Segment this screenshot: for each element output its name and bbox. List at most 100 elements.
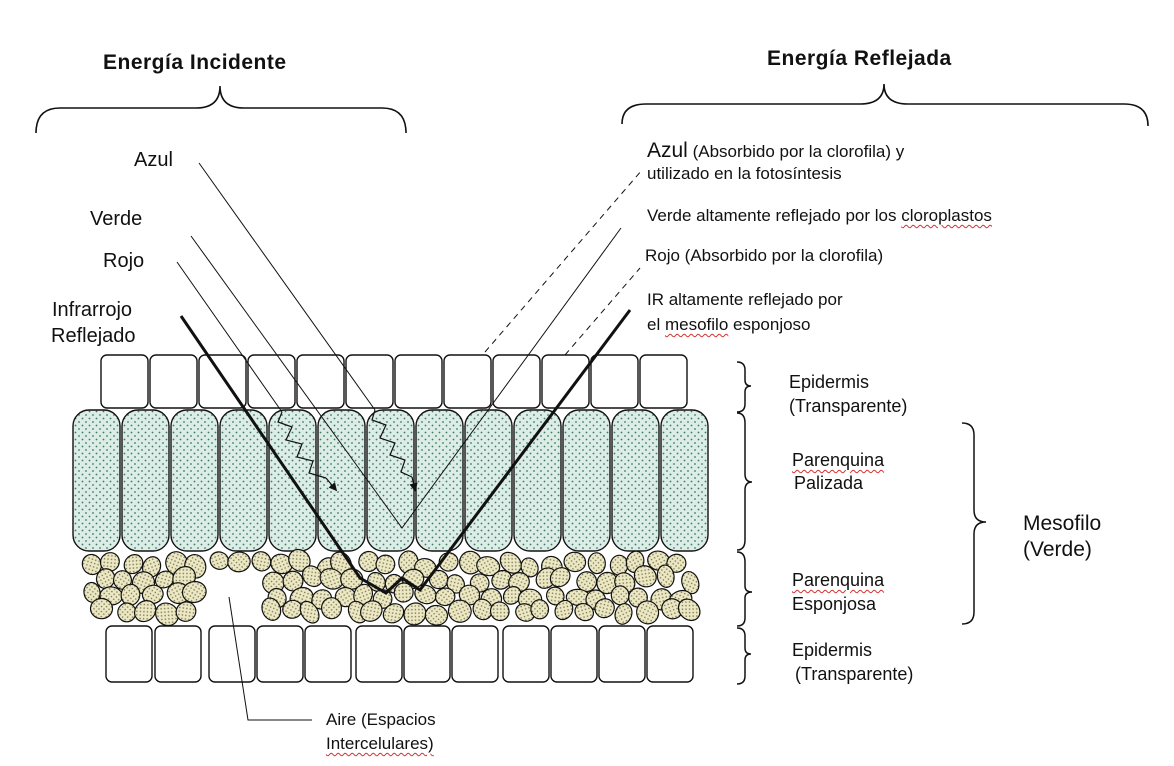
label-epidermis-bottom-1: Epidermis (792, 640, 873, 660)
spongy-cell (155, 602, 179, 627)
layer-braces (736, 361, 987, 685)
red-ray-absorbed (277, 411, 327, 479)
label-incident-red: Rojo (103, 250, 145, 272)
palisade-cell (660, 409, 709, 552)
light-rays (176, 162, 643, 721)
lower-epidermis-cell (598, 625, 646, 683)
spongy-cell (491, 569, 513, 590)
spongy-cell (502, 586, 522, 605)
upper-epidermis-cell (345, 354, 394, 409)
label-reflected-ir-pre: el (647, 315, 665, 334)
spongy-cell (636, 600, 660, 625)
lower-epidermis (105, 625, 694, 683)
upper-epidermis-cell (492, 354, 541, 409)
upper-epidermis-cell (247, 354, 296, 409)
blue-ray-incident (198, 162, 376, 411)
blue-absorb-arrow (409, 476, 418, 492)
spongy-cell (403, 602, 427, 626)
upper-epidermis-cell (639, 354, 688, 409)
upper-epidermis (100, 354, 688, 409)
spongy-cell (614, 602, 633, 625)
spongy-cell (576, 571, 598, 592)
lower-epidermis-cell (208, 625, 256, 683)
label-incident-infrared: Infrarrojo (52, 299, 133, 321)
label-reflected-ir-line1: IR altamente reflejado por (647, 290, 843, 309)
green-ray (190, 227, 622, 529)
spongy-cell (633, 565, 657, 588)
spongy-cell (227, 551, 251, 573)
palisade-cell (464, 409, 513, 552)
label-reflected-ir-post: esponjoso (728, 315, 811, 334)
lower-epidermis-cell (355, 625, 403, 683)
label-epidermis-top-1: Epidermis (789, 372, 870, 392)
lower-epidermis-cell (304, 625, 352, 683)
spongy-cell (360, 600, 383, 622)
upper-epidermis-cell (443, 354, 492, 409)
palisade-cell (415, 409, 464, 552)
spongy-cell (447, 599, 472, 623)
label-palisade-1: Parenquina (792, 450, 884, 471)
spongy-cell (563, 551, 587, 573)
spongy-cell (656, 564, 675, 588)
label-reflected-green-word: cloroplastos (901, 206, 992, 225)
spongy-cell (181, 580, 207, 604)
air-pointer-line (228, 596, 312, 721)
label-mesophyll-2: (Verde) (1023, 538, 1092, 561)
brace-lower-epidermis (736, 627, 752, 685)
label-air-word: Intercelulares) (326, 734, 434, 753)
label-incident-reflected: Reflejado (51, 325, 136, 347)
lower-epidermis-cell (550, 625, 598, 683)
incident-brace (35, 85, 407, 134)
lower-epidermis-cell (403, 625, 451, 683)
label-reflected-ir-line2: el mesofilo esponjoso (647, 315, 811, 335)
brace-mesophyll (961, 422, 987, 625)
spongy-cell (302, 565, 323, 588)
upper-epidermis-cell (149, 354, 198, 409)
brace-palisade (736, 412, 753, 551)
upper-epidermis-cell (100, 354, 149, 409)
lower-epidermis-cell (105, 625, 153, 683)
spongy-cell (133, 600, 157, 623)
spongy-cell (282, 570, 304, 592)
heading-reflected-energy: Energía Reflejada (767, 47, 952, 70)
spongy-cell (530, 599, 550, 620)
spongy-cell (89, 597, 114, 620)
label-palisade-word: Parenquina (792, 450, 885, 470)
lower-epidermis-cell (646, 625, 694, 683)
label-palisade-2: Palizada (794, 473, 864, 493)
label-epidermis-top-2: (Transparente) (789, 396, 908, 416)
palisade-cell (72, 409, 121, 552)
upper-epidermis-cell (541, 354, 590, 409)
spongy-cell (489, 601, 510, 622)
spongy-cell (587, 552, 606, 575)
palisade-cell (121, 409, 170, 552)
spongy-cell (472, 598, 493, 621)
spongy-cell (261, 597, 282, 621)
spongy-cell (299, 600, 320, 624)
label-spongy-word: Parenquina (792, 570, 885, 590)
reflected-brace (621, 83, 1149, 127)
spongy-cell (117, 602, 137, 623)
label-incident-blue: Azul (134, 149, 173, 171)
label-reflected-blue: Azul (Absorbido por la clorofila) y (647, 139, 904, 163)
spongy-cell (251, 551, 272, 572)
spongy-cell (99, 552, 120, 572)
label-epidermis-bottom-2: (Transparente) (795, 664, 914, 684)
spongy-cell (141, 584, 164, 605)
heading-incident-energy: Energía Incidente (103, 51, 287, 74)
palisade-cell (611, 409, 660, 552)
brace-upper-epidermis (736, 361, 752, 413)
palisade-cell (317, 409, 366, 552)
spongy-cell (499, 551, 522, 574)
infrared-ray (179, 309, 632, 595)
spongy-cell (375, 554, 396, 575)
spongy-cell (382, 603, 405, 624)
spongy-cell (666, 553, 687, 573)
label-air-2: Intercelulares) (326, 734, 434, 754)
lower-epidermis-cell (256, 625, 304, 683)
label-spongy-2: Esponjosa (792, 594, 877, 614)
red-absorb-arrow (325, 477, 338, 492)
label-reflected-green-pre: Verde altamente reflejado por los (647, 206, 902, 225)
lower-epidermis-cell (451, 625, 499, 683)
label-reflected-green: Verde altamente reflejado por los clorop… (647, 206, 992, 226)
